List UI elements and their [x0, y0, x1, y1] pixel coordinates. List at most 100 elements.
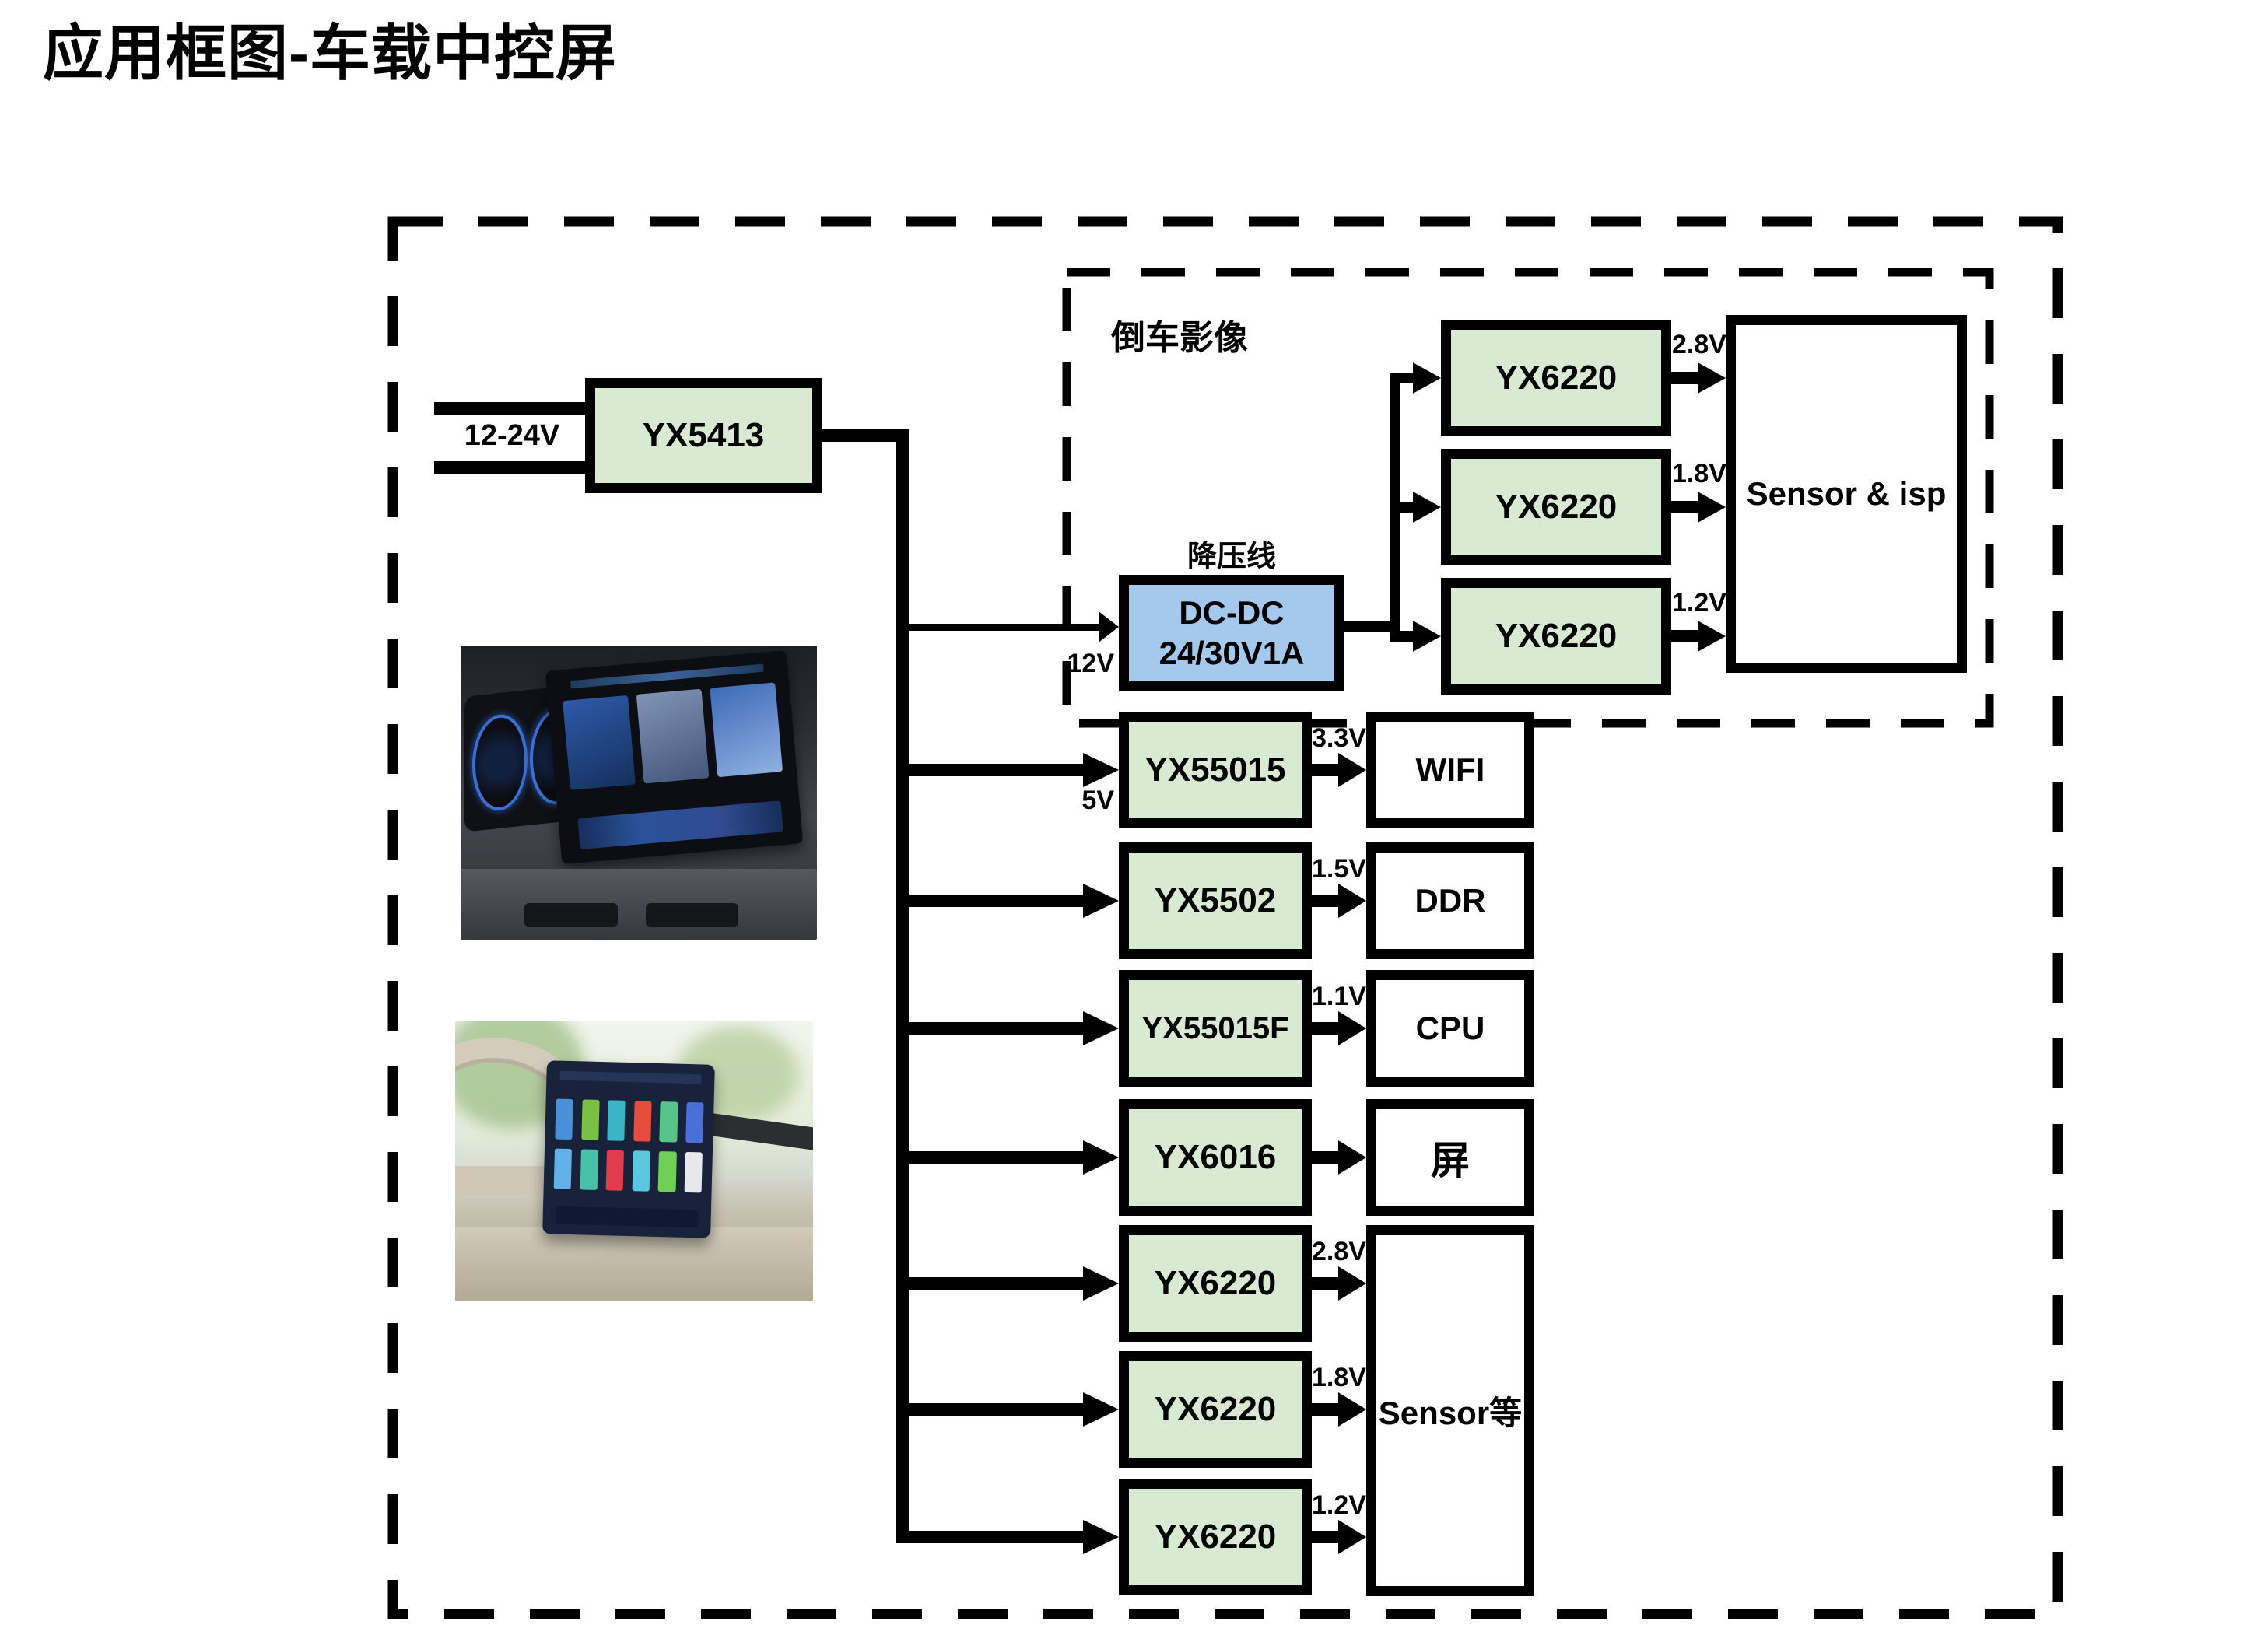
chip-yx6220-c-label: YX6220 [1154, 1518, 1277, 1556]
center-touchscreen-apps [542, 1060, 716, 1238]
load-sensor-isp: Sensor & isp [1726, 315, 1967, 673]
load-ddr: DDR [1366, 842, 1534, 959]
chip-dcdc-label-line1: DC-DC [1179, 593, 1285, 631]
wire-load2 [1312, 895, 1338, 907]
arrowhead-sensor-isp-2 [1698, 492, 1726, 523]
wire-rail3 [896, 1022, 1083, 1035]
wire-load1 [1312, 764, 1338, 776]
chip-yx55015-label: YX55015 [1145, 751, 1286, 789]
app-icon [684, 1151, 703, 1193]
arrowhead-rail6 [1083, 1392, 1119, 1427]
screen-dock [577, 800, 783, 849]
air-vent-left [524, 902, 618, 927]
camera-rail1-voltage-label: 2.8V [1672, 330, 1726, 359]
camera-rail3-voltage-label: 1.2V [1672, 588, 1726, 618]
stepdown-wire-label: 降压线 [1187, 541, 1276, 573]
app-icon [659, 1101, 678, 1143]
chip-camera-yx6220-1: YX6220 [1441, 320, 1671, 436]
screen-statusbar [570, 663, 765, 689]
wire-rail4 [896, 1151, 1083, 1164]
arrowhead-camera-ldo3 [1413, 621, 1441, 652]
bus-wire-horizontal [822, 429, 909, 442]
load-screen-label: 屏 [1431, 1139, 1470, 1182]
chip-yx6220-a: YX6220 [1119, 1225, 1312, 1342]
arrowhead-rail2 [1083, 884, 1119, 918]
wire-rail6 [896, 1403, 1083, 1416]
chip-yx55015f: YX55015F [1119, 970, 1312, 1087]
chip-yx6220-b-label: YX6220 [1154, 1390, 1277, 1428]
wire-rail5 [896, 1277, 1083, 1290]
arrowhead-rail4 [1083, 1140, 1119, 1175]
load-cpu-label: CPU [1415, 1010, 1485, 1046]
chip-yx6220-c: YX6220 [1119, 1479, 1312, 1595]
load-screen: 屏 [1366, 1099, 1534, 1216]
wire-camera-ldo3 [1390, 631, 1413, 642]
chip-yx6016: YX6016 [1119, 1099, 1312, 1216]
chip-camera-yx6220-3-label: YX6220 [1495, 617, 1618, 655]
outer-dashed-border [387, 216, 2063, 1619]
wire-sensor-isp-1 [1671, 372, 1698, 384]
arrowhead-rail5 [1083, 1266, 1119, 1301]
load-sensor-isp-label: Sensor & isp [1746, 475, 1947, 512]
wire-sensor-isp-2 [1671, 501, 1698, 513]
load-cpu: CPU [1366, 970, 1534, 1087]
arrowhead-sensor-isp-1 [1698, 362, 1726, 394]
app-icon-grid [553, 1098, 704, 1193]
chip-yx5413-label: YX5413 [642, 416, 765, 454]
app-icon [607, 1100, 626, 1142]
chip-dcdc: DC-DC 24/30V1A [1119, 575, 1344, 691]
chip-yx6220-b: YX6220 [1119, 1351, 1312, 1468]
photo-car-dashboard-bright [455, 1021, 813, 1301]
bus-wire-vertical [896, 429, 909, 1543]
screen-card-media [636, 688, 710, 784]
photo-car-dashboard-dark [461, 646, 817, 940]
rail3-voltage-label: 1.1V [1312, 982, 1366, 1011]
screen-card-music [562, 695, 636, 790]
rail1-input-voltage-label: 5V [1081, 786, 1114, 815]
wire-rail7 [896, 1531, 1083, 1543]
wire-dcdc-output [1344, 621, 1400, 632]
app-icon [605, 1150, 625, 1191]
wire-load6 [1312, 1403, 1338, 1416]
wire-dcdc-branch [896, 624, 1099, 631]
app-icon [657, 1150, 677, 1192]
wire-rail1 [896, 764, 1083, 776]
chip-camera-yx6220-3: YX6220 [1441, 578, 1671, 695]
chip-yx5413: YX5413 [585, 378, 822, 493]
rail1-voltage-label: 3.3V [1312, 723, 1366, 753]
steering-wheel-spoke [455, 1165, 560, 1196]
center-touchscreen [545, 649, 804, 865]
screen-statusbar [559, 1071, 702, 1084]
load-ddr-label: DDR [1414, 882, 1486, 919]
rail2-voltage-label: 1.5V [1312, 854, 1366, 884]
arrowhead-load5 [1338, 1266, 1366, 1301]
rail5-voltage-label: 2.8V [1312, 1237, 1366, 1266]
wire-rail2 [896, 895, 1083, 907]
air-vent-right [646, 902, 739, 927]
arrowhead-rail1 [1083, 753, 1119, 787]
input-wire-top [434, 402, 588, 415]
wire-load7 [1312, 1531, 1338, 1543]
app-icon [553, 1148, 573, 1190]
input-wire-bottom [434, 461, 588, 474]
dcdc-input-voltage-label: 12V [1067, 649, 1115, 678]
arrowhead-load1 [1338, 753, 1366, 787]
chip-dcdc-label-line2: 24/30V1A [1159, 635, 1305, 671]
gauge-left [471, 711, 528, 813]
arrowhead-sensor-isp-3 [1698, 621, 1726, 652]
chip-yx5502-label: YX5502 [1154, 881, 1277, 919]
chip-yx5502: YX5502 [1119, 842, 1312, 959]
load-wifi: WIFI [1366, 712, 1534, 828]
wire-sensor-isp-3 [1671, 630, 1698, 642]
arrowhead-camera-ldo2 [1413, 492, 1441, 523]
app-icon [555, 1098, 573, 1140]
app-icon [633, 1101, 652, 1143]
arrowhead-load3 [1338, 1011, 1366, 1045]
app-icon [632, 1150, 650, 1192]
dashboard-panel [455, 1227, 813, 1301]
app-icon [580, 1149, 598, 1191]
arrowhead-load7 [1338, 1520, 1366, 1554]
wire-load4 [1312, 1151, 1338, 1164]
chip-yx55015f-label: YX55015F [1141, 1010, 1289, 1045]
